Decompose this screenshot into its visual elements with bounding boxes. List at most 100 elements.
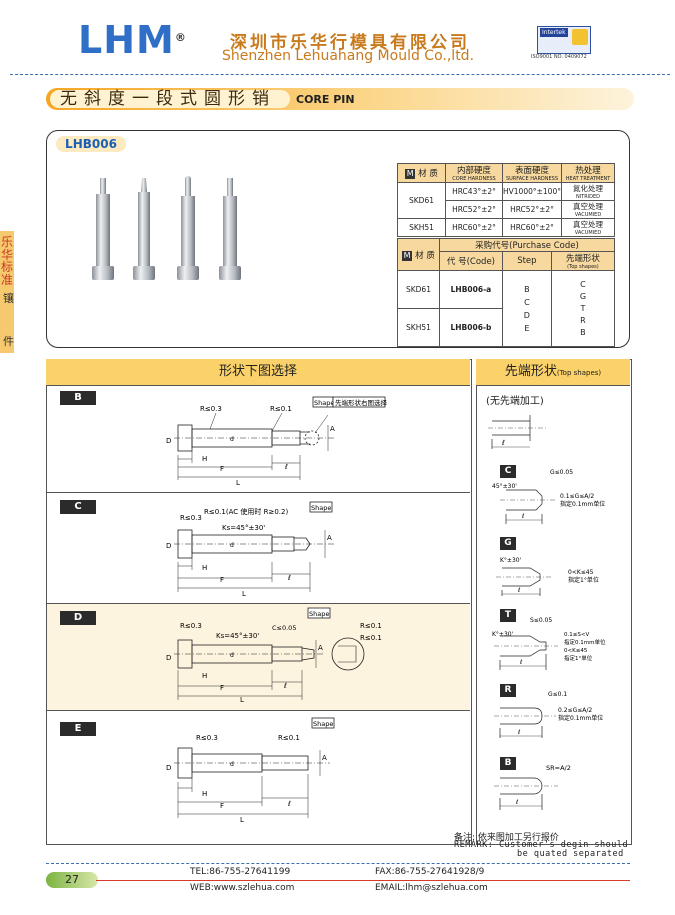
radius-label: R≤0.3	[180, 514, 202, 522]
shape-note: 0.1≤S<V	[564, 632, 589, 638]
cert-number: ISO9001 NO. 0409072	[531, 54, 587, 60]
variant-label-e: E	[60, 722, 96, 736]
table-cell: HRC60°±2°	[502, 218, 562, 237]
dim-label: F	[220, 576, 224, 584]
shape-label: Shape	[311, 504, 331, 512]
shape-note: 先端形状右图选择	[335, 398, 388, 407]
table-header: 代 号(Code)	[438, 251, 503, 271]
side-tab-char: 镶	[3, 292, 14, 305]
dim-label: D	[166, 437, 171, 445]
product-box	[46, 130, 630, 348]
table-cell: SKH51	[397, 218, 446, 237]
top-shape-label-c: C	[500, 465, 516, 478]
table-row: SKH51 LHB006-b	[397, 308, 615, 347]
top-shape-label-b: B	[500, 757, 516, 770]
top-shape-b: SR=A/2 ℓ	[494, 764, 571, 810]
top-shape-label-t: T	[500, 609, 516, 622]
dim-label: D	[166, 764, 171, 772]
top-shape-t: S≤0.05 K°±30' 0.1≤S<V 指定0.1mm单位 0<K≤45 指…	[492, 617, 606, 670]
chamfer-label: C≤0.05	[272, 624, 296, 632]
page-number: 27	[46, 872, 98, 888]
shape-note: 0<K≤45	[564, 648, 588, 654]
shape-note: 指定0.1mm单位	[560, 500, 605, 508]
divider	[46, 863, 630, 864]
title-bar-inner	[50, 90, 290, 108]
divider	[47, 603, 470, 604]
dim-label: A	[327, 534, 332, 542]
radius-label: R≤0.3	[180, 622, 202, 630]
shape-note: G≤0.05	[550, 469, 573, 476]
dim-label: D	[166, 542, 171, 550]
radius-label: R≤0.1	[360, 634, 382, 642]
dim-label: H	[202, 455, 207, 463]
table-row: SKD61 LHB006-a B C D E C G T R B	[397, 270, 616, 347]
dim-label: ℓ	[283, 682, 287, 690]
top-shape-c: G≤0.05 45°±30' 0.1≤G≤A/2 指定0.1mm单位 ℓ	[492, 469, 605, 524]
diagram-row-c	[47, 493, 470, 603]
shape-note: 0<K≤45	[568, 569, 594, 576]
shape-list: C G T R B	[550, 270, 616, 347]
dim-label: ℓ	[501, 439, 505, 447]
shape-note: 指定1°单位	[564, 654, 593, 662]
seal-icon	[572, 29, 588, 45]
table-cell: SKD61	[397, 270, 440, 309]
dim-label: H	[202, 564, 207, 572]
dim-label: ℓ	[517, 587, 520, 594]
dim-label: ℓ	[284, 463, 288, 471]
product-photo	[92, 176, 241, 280]
dim-label: D	[166, 654, 171, 662]
footer-web[interactable]: WEB:www.szlehua.com	[190, 883, 295, 893]
top-shape-none: ℓ	[488, 415, 546, 449]
dim-label: L	[240, 696, 244, 704]
side-tab-brand: 乐华标准	[1, 235, 14, 287]
diagram-row-d	[47, 604, 470, 710]
shape-label: Shape	[309, 610, 329, 618]
footer-email[interactable]: EMAIL:lhm@szlehua.com	[375, 883, 488, 893]
top-shape-label-r: R	[500, 684, 516, 697]
material-icon: M	[402, 250, 413, 261]
divider	[47, 492, 470, 493]
dim-label: H	[202, 790, 207, 798]
no-process-label: (无先端加工)	[486, 396, 544, 407]
product-code: LHB006	[56, 136, 126, 152]
shape-note: G≤0.1	[548, 691, 567, 698]
angle-label: Ks=45°±30'	[222, 524, 265, 532]
dim-label: ℓ	[287, 574, 291, 582]
dim-label: ℓ	[521, 513, 524, 520]
shape-label: Shape	[314, 399, 334, 407]
material-icon: M	[405, 169, 416, 179]
company-name-en: Shenzhen Lehuahang Mould Co.,ltd.	[222, 48, 475, 64]
shape-note: 指定1°单位	[568, 576, 599, 584]
pin-drawing-e: Shape R≤0.3 R≤0.1 D d H F ℓ L A	[166, 717, 335, 824]
shape-label: Shape	[313, 720, 333, 728]
page-title-cn: 无斜度一段式圆形销	[60, 89, 276, 109]
shape-note: 指定0.1mm单位	[564, 638, 606, 646]
company-logo: LHM®	[78, 18, 187, 62]
variant-label-c: C	[60, 500, 96, 514]
shape-note: 0.2≤G≤A/2	[558, 707, 592, 714]
remark-en: be quated separated	[517, 849, 624, 859]
diagram-row-b	[47, 386, 470, 492]
dim-label: A	[330, 425, 335, 433]
dim-label: H	[202, 672, 207, 680]
remark-en: REMARK: Customer's degin should	[454, 840, 629, 850]
panel-header: 先端形状(Top shapes)	[476, 359, 630, 386]
pin-image	[133, 178, 155, 280]
pin-image	[177, 176, 199, 280]
dim-label: L	[242, 590, 246, 598]
pin-drawing-b: Shape 先端形状右图选择 R≤0.3 R≤0.1 D d H F ℓ L A	[166, 396, 388, 487]
radius-label: R≤0.1	[278, 734, 300, 742]
dim-label: A	[322, 754, 327, 762]
table-header: Step	[501, 251, 552, 271]
company-name-cn: 深圳市乐华行模具有限公司	[230, 33, 470, 53]
purchase-code: LHB006-b	[438, 308, 503, 347]
dim-label: L	[240, 816, 244, 824]
shape-note: 指定0.1mm单位	[558, 714, 603, 722]
top-shape-label-g: G	[500, 537, 516, 550]
top-shape-g: K°±30' 0<K≤45 指定1°单位 ℓ	[496, 557, 599, 596]
